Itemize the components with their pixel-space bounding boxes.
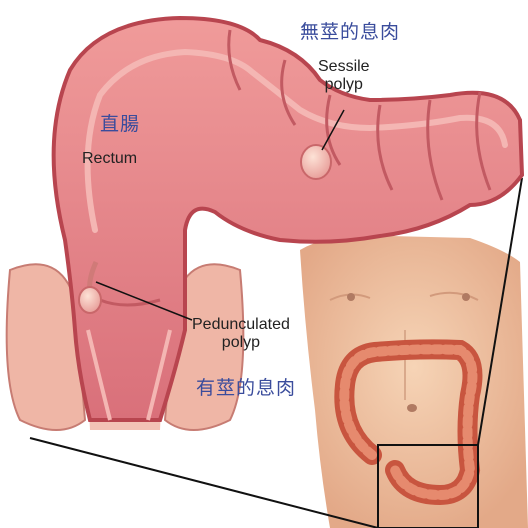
pedunculated-label-line1: Pedunculated [192, 316, 290, 334]
rectum-label-english: Rectum [82, 150, 137, 168]
pedunculated-label-line2: polyp [192, 334, 290, 352]
sessile-polyp [301, 145, 331, 179]
sessile-label-line1: Sessile [318, 58, 370, 76]
sessile-polyp-label-chinese: 無莖的息肉 [300, 22, 400, 44]
sessile-label-line2: polyp [318, 76, 370, 94]
pedunculated-polyp-label-chinese: 有莖的息肉 [196, 378, 296, 400]
rectum-label-chinese: 直腸 [100, 114, 140, 136]
sessile-polyp-label-english: Sessile polyp [318, 58, 370, 95]
pedunculated-polyp-label-english: Pedunculated polyp [192, 316, 290, 353]
